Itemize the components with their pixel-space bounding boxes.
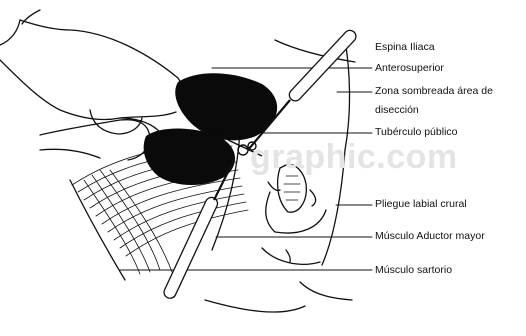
hand-outline	[20, 20, 185, 108]
label-sartorio: Músculo sartorio	[375, 264, 452, 277]
label-zona-line2: disección	[375, 104, 419, 117]
perineum-outline	[205, 300, 305, 312]
labium-hatch	[284, 176, 300, 200]
label-aductor: Músculo Aductor mayor	[375, 230, 485, 243]
labium-detail-right	[310, 190, 316, 206]
right-flank-outline	[345, 40, 350, 150]
label-zona-line1: Zona sombreada área de	[375, 85, 493, 98]
lower-fold-outline	[262, 248, 320, 264]
watermark: graphic.com	[250, 138, 458, 177]
right-thigh-lower	[300, 282, 352, 300]
hand-lower-outline	[0, 60, 176, 120]
label-tuberculo: Tubérculo público	[375, 126, 458, 139]
label-pliegue: Pliegue labial crural	[375, 198, 467, 211]
lower-hand-outline	[40, 120, 150, 160]
label-espina-line2: Anterosuperior	[375, 62, 444, 75]
thumb-outline	[90, 110, 142, 134]
umbilicus-mark	[286, 250, 290, 262]
inner-thigh-outline	[266, 192, 326, 233]
label-espina-line1: Espina Iliaca	[375, 41, 435, 54]
wrist-outline	[0, 20, 20, 45]
lower-hand-edge	[40, 149, 100, 158]
